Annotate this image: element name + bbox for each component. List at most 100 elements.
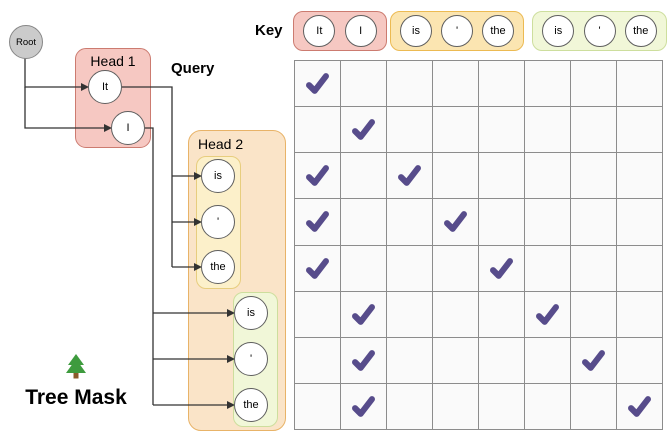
query-label: Query (171, 60, 215, 77)
mask-cell (295, 245, 340, 291)
mask-cell (433, 291, 478, 337)
root-node: Root (9, 25, 43, 59)
mask-cell (295, 291, 340, 337)
mask-cell (617, 291, 662, 337)
key-group-head1: It I (293, 11, 387, 51)
mask-cell (571, 107, 616, 153)
key-label: Key (255, 22, 283, 39)
mask-cell (617, 61, 662, 107)
mask-cell (617, 153, 662, 199)
key-node-i: I (344, 15, 377, 47)
mask-cell (479, 153, 524, 199)
mask-cell (433, 153, 478, 199)
query-node-it: It (88, 70, 122, 104)
mask-cell (617, 107, 662, 153)
mask-cell (387, 337, 432, 383)
mask-cell (341, 245, 386, 291)
mask-cell (295, 337, 340, 383)
mask-cell (295, 153, 340, 199)
mask-cell (433, 245, 478, 291)
check-icon (352, 396, 375, 417)
mask-cell (341, 153, 386, 199)
check-icon (398, 165, 421, 187)
key-node-the-2: the (624, 15, 657, 47)
check-icon (444, 211, 467, 233)
mask-cell (341, 291, 386, 337)
mask-grid (294, 60, 663, 430)
mask-cell (525, 61, 570, 107)
mask-cell (525, 199, 570, 245)
mask-cell (387, 245, 432, 291)
edge (24, 57, 81, 88)
head2-label: Head 2 (198, 136, 244, 152)
mask-cell (571, 61, 616, 107)
key-node-the-1: the (482, 15, 514, 47)
mask-cell (433, 61, 478, 107)
mask-cell (341, 61, 386, 107)
query-node-apostrophe-2: ' (234, 342, 268, 376)
mask-cell (525, 107, 570, 153)
mask-cell (571, 199, 616, 245)
mask-cell (525, 291, 570, 337)
mask-cell (433, 383, 478, 429)
key-node-is-2: is (542, 15, 575, 47)
mask-cell (479, 199, 524, 245)
mask-cell (295, 107, 340, 153)
mask-cell (479, 383, 524, 429)
mask-cell (479, 107, 524, 153)
key-node-it: It (303, 15, 336, 47)
edge (145, 127, 154, 405)
check-icon (536, 303, 559, 325)
mask-cell (525, 245, 570, 291)
key-group-branch1: is ' the (390, 11, 524, 51)
mask-cell (341, 107, 386, 153)
mask-cell (387, 199, 432, 245)
mask-cell (617, 245, 662, 291)
mask-cell (525, 337, 570, 383)
query-node-i: I (111, 111, 145, 145)
mask-cell (433, 107, 478, 153)
mask-cell (433, 337, 478, 383)
tree-mask-caption: Tree Mask (16, 354, 136, 410)
key-node-apostrophe-2: ' (583, 15, 616, 47)
mask-cell (571, 153, 616, 199)
mask-cell (295, 199, 340, 245)
mask-cell (525, 153, 570, 199)
mask-cell (295, 383, 340, 429)
mask-cell (341, 383, 386, 429)
key-group-branch2: is ' the (532, 11, 667, 51)
query-node-the-2: the (234, 388, 268, 422)
query-node-is-2: is (234, 296, 268, 330)
mask-cell (479, 245, 524, 291)
check-icon (352, 349, 375, 371)
tree-mask-title: Tree Mask (25, 386, 127, 409)
mask-cell (479, 337, 524, 383)
check-icon (582, 349, 605, 371)
mask-cell (387, 61, 432, 107)
mask-cell (479, 291, 524, 337)
key-node-apostrophe-1: ' (441, 15, 473, 47)
mask-cell (387, 291, 432, 337)
mask-cell (433, 199, 478, 245)
mask-cell (387, 107, 432, 153)
mask-cell (617, 337, 662, 383)
mask-cell (571, 337, 616, 383)
mask-cell (341, 337, 386, 383)
check-icon (306, 211, 329, 233)
query-node-apostrophe-1: ' (201, 205, 235, 239)
mask-cell (387, 153, 432, 199)
mask-cell (525, 383, 570, 429)
check-icon (628, 396, 651, 417)
check-icon (352, 303, 375, 325)
evergreen-tree-icon (66, 354, 86, 379)
check-icon (306, 257, 329, 279)
mask-cell (571, 291, 616, 337)
check-icon (490, 257, 513, 279)
check-icon (306, 73, 329, 94)
mask-cell (341, 199, 386, 245)
mask-cell (479, 61, 524, 107)
key-node-is-1: is (400, 15, 432, 47)
mask-cell (295, 61, 340, 107)
mask-cell (617, 199, 662, 245)
